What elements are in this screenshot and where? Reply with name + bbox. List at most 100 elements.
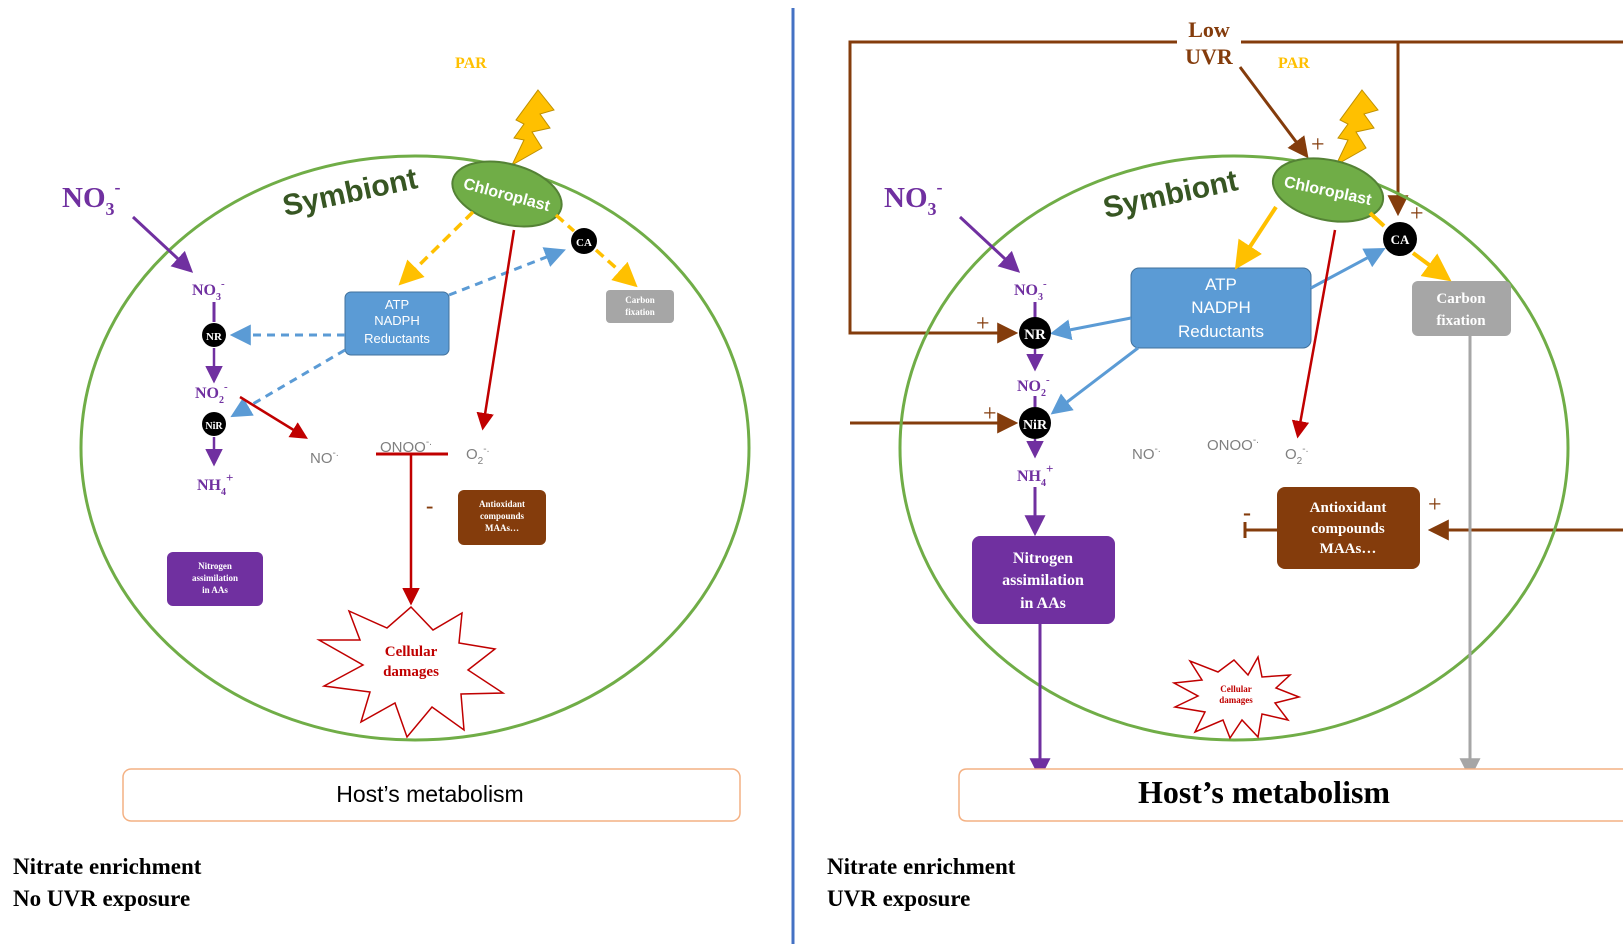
no-radical-label: NO-. bbox=[1132, 444, 1161, 463]
antioxidant-box: Antioxidant compounds MAAs… bbox=[458, 490, 546, 545]
svg-text:in AAs: in AAs bbox=[202, 585, 228, 595]
inhibition-minus: - bbox=[1243, 500, 1251, 526]
nir-node: NiR bbox=[1019, 407, 1051, 439]
svg-text:Cellular: Cellular bbox=[1220, 684, 1252, 694]
energy-to-nir-arrow bbox=[230, 348, 346, 418]
symbiont-cell bbox=[79, 154, 751, 742]
lightning-icon bbox=[510, 89, 555, 167]
nitrogen-assimilation-box: Nitrogen assimilation in AAs bbox=[972, 536, 1115, 624]
low-uvr-label: Low UVR bbox=[1185, 17, 1234, 69]
svg-text:assimilation: assimilation bbox=[192, 573, 238, 583]
o2-radical-label: O2-. bbox=[1285, 444, 1308, 467]
svg-text:NiR: NiR bbox=[1023, 418, 1048, 433]
left-panel: Symbiont PAR Chloroplast CA Carbon fixat… bbox=[13, 55, 751, 911]
uvr-plus-nr: + bbox=[976, 311, 990, 337]
svg-text:Host’s metabolism: Host’s metabolism bbox=[1138, 774, 1390, 810]
ca-node: CA bbox=[1383, 222, 1417, 256]
chloroplast-to-energy-arrow bbox=[398, 210, 475, 286]
nitrate-uptake-arrow bbox=[131, 215, 194, 273]
uvr-plus-ca: + bbox=[1410, 201, 1424, 227]
ammonium-label: NH4+ bbox=[1017, 461, 1053, 489]
nitrate-inside-label: NO3- bbox=[1014, 278, 1047, 303]
svg-text:NR: NR bbox=[206, 331, 223, 343]
antioxidant-inhibition bbox=[1243, 522, 1277, 538]
svg-text:NiR: NiR bbox=[205, 421, 223, 432]
svg-text:Antioxidant: Antioxidant bbox=[479, 499, 525, 509]
chloroplast-to-energy-arrow bbox=[1234, 205, 1278, 270]
svg-text:Antioxidant: Antioxidant bbox=[1310, 500, 1387, 516]
svg-text:compounds: compounds bbox=[1311, 521, 1385, 537]
condition-line-1: Nitrate enrichment bbox=[13, 854, 202, 879]
svg-text:ATP: ATP bbox=[385, 297, 409, 312]
lightning-icon bbox=[1334, 89, 1379, 167]
energy-box: ATP NADPH Reductants bbox=[344, 291, 450, 356]
svg-text:Carbon: Carbon bbox=[625, 295, 655, 305]
svg-text:CA: CA bbox=[576, 237, 592, 249]
svg-text:MAAs…: MAAs… bbox=[485, 523, 519, 533]
uvr-network bbox=[848, 40, 1623, 541]
energy-to-nr-arrow bbox=[1049, 316, 1132, 341]
svg-text:Reductants: Reductants bbox=[1178, 322, 1264, 341]
svg-text:NADPH: NADPH bbox=[1191, 298, 1251, 317]
carbon-fixation-box: Carbon fixation bbox=[606, 290, 674, 323]
svg-text:Cellular: Cellular bbox=[385, 644, 438, 660]
symbiont-label: Symbiont bbox=[280, 162, 421, 223]
antioxidant-box: Antioxidant compounds MAAs… bbox=[1277, 487, 1420, 569]
cellular-damages-burst: Cellular damages bbox=[1171, 654, 1302, 740]
symbiont-cell bbox=[898, 154, 1570, 742]
condition-line-2: UVR exposure bbox=[827, 886, 970, 911]
right-panel: Low UVR Symbiont PAR + Chloroplast CA + … bbox=[827, 17, 1623, 911]
nitrite-label: NO2- bbox=[195, 381, 228, 406]
uvr-plus-antioxidant: + bbox=[1428, 492, 1442, 518]
svg-text:UVR: UVR bbox=[1185, 44, 1234, 69]
ca-to-carbon-arrow bbox=[594, 248, 638, 288]
par-label: PAR bbox=[1278, 55, 1310, 72]
svg-text:in AAs: in AAs bbox=[1020, 595, 1066, 612]
chloroplast-to-ca-line bbox=[554, 213, 576, 233]
o2-radical-label: O2-. bbox=[466, 444, 489, 467]
svg-text:fixation: fixation bbox=[1436, 313, 1486, 329]
svg-text:NR: NR bbox=[1024, 327, 1046, 343]
svg-text:CA: CA bbox=[1391, 232, 1410, 247]
nitrate-inside-label: NO3- bbox=[192, 278, 225, 303]
chloroplast-to-o2-arrow bbox=[476, 229, 516, 431]
nitrite-to-no-arrow bbox=[239, 395, 308, 439]
condition-line-2: No UVR exposure bbox=[13, 886, 190, 911]
uvr-plus-chloroplast: + bbox=[1311, 132, 1325, 158]
energy-to-ca-arrow bbox=[448, 247, 566, 297]
par-label: PAR bbox=[455, 55, 487, 72]
nitrate-uptake-arrow bbox=[958, 215, 1021, 273]
ca-to-carbon-arrow bbox=[1411, 251, 1452, 282]
svg-text:damages: damages bbox=[1219, 695, 1253, 705]
nitrogen-assimilation-box: Nitrogen assimilation in AAs bbox=[167, 552, 263, 606]
ca-node: CA bbox=[571, 228, 597, 254]
energy-to-nir-arrow bbox=[1050, 346, 1139, 415]
ammonium-label: NH4+ bbox=[197, 470, 233, 498]
nitrite-label: NO2- bbox=[1017, 374, 1050, 399]
nitrate-outside-label: NO3- bbox=[884, 177, 943, 219]
svg-text:assimilation: assimilation bbox=[1002, 572, 1084, 589]
svg-text:compounds: compounds bbox=[480, 511, 525, 521]
chloroplast-to-o2-arrow bbox=[1291, 229, 1337, 439]
energy-to-ca-arrow bbox=[1310, 248, 1386, 290]
energy-box: ATP NADPH Reductants bbox=[1130, 267, 1312, 349]
chloroplast: Chloroplast bbox=[1271, 157, 1385, 223]
svg-text:Low: Low bbox=[1188, 17, 1230, 42]
nr-node: NR bbox=[1019, 317, 1051, 349]
onoo-label: ONOO-. bbox=[1207, 435, 1259, 454]
condition-line-1: Nitrate enrichment bbox=[827, 854, 1016, 879]
svg-text:NADPH: NADPH bbox=[374, 313, 420, 328]
no-radical-label: NO-. bbox=[310, 448, 339, 467]
chloroplast: Chloroplast bbox=[451, 160, 563, 228]
svg-text:Nitrogen: Nitrogen bbox=[198, 561, 232, 571]
cellular-damages-burst: Cellular damages bbox=[316, 605, 506, 739]
svg-text:MAAs…: MAAs… bbox=[1320, 541, 1377, 557]
host-metabolism-box: Host’s metabolism bbox=[122, 768, 741, 822]
svg-text:Reductants: Reductants bbox=[364, 331, 430, 346]
nr-node: NR bbox=[202, 323, 226, 347]
svg-text:Host’s metabolism: Host’s metabolism bbox=[336, 781, 523, 807]
host-metabolism-box: Host’s metabolism bbox=[958, 768, 1623, 822]
inhibition-minus: - bbox=[426, 493, 433, 518]
svg-text:Carbon: Carbon bbox=[1436, 291, 1486, 307]
